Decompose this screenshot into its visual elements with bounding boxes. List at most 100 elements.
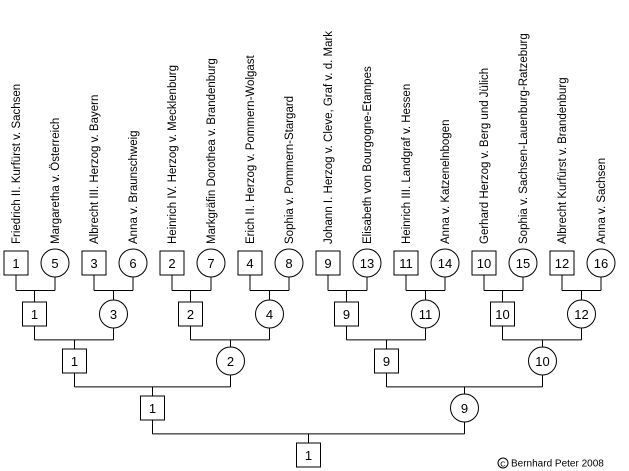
male-square: [393, 250, 419, 276]
male-node: 1: [62, 348, 87, 374]
male-square: [374, 348, 399, 374]
node-number: 2: [187, 307, 194, 322]
male-node: 1: [140, 395, 165, 421]
male-square: [62, 348, 87, 374]
node-number: 3: [110, 307, 117, 322]
node-number: 9: [343, 307, 350, 322]
ancestor-name: Heinrich IV. Herzog v. Mecklenburg: [167, 65, 179, 244]
node-number: 9: [461, 401, 468, 416]
female-node: 3: [99, 299, 128, 329]
node-number: 3: [90, 256, 97, 271]
ancestor-name: Markgräfin Dorothea v. Brandenburg: [206, 58, 218, 244]
male-node: 1: [296, 442, 321, 468]
node-number: 1: [31, 307, 38, 322]
ancestor-name: Albrecht III. Herzog v. Bayern: [89, 95, 101, 244]
female-circle: [450, 393, 479, 423]
node-number: 1: [305, 448, 312, 463]
ancestor-name: Erich II. Herzog v. Pommern-Wolgast: [245, 54, 257, 244]
ancestor-name: Friedrich II. Kurfürst v. Sachsen: [11, 84, 23, 244]
female-node: 11: [411, 299, 440, 329]
ancestor-name: Elisabeth von Bourgogne-Etampes: [362, 66, 374, 244]
node-number: 5: [51, 256, 58, 271]
female-circle: [274, 248, 304, 278]
male-node: 3: [81, 250, 107, 276]
female-circle: [411, 299, 440, 329]
male-node: 10: [471, 250, 497, 276]
copyright-symbol: C: [500, 460, 506, 469]
ancestor-name: Anna v. Braunschweig: [128, 130, 140, 244]
male-square: [159, 250, 185, 276]
ancestor-name: Johann I. Herzog v. Cleve, Graf v. d. Ma…: [323, 31, 335, 244]
male-square: [178, 301, 203, 327]
node-number: 12: [574, 307, 588, 322]
node-number: 9: [324, 256, 331, 271]
female-circle: [528, 346, 557, 376]
ancestor-name: Sophia v. Sachsen-Lauenburg-Ratzeburg: [518, 33, 530, 244]
node-number: 1: [12, 256, 19, 271]
node-number: 16: [594, 256, 608, 271]
male-node: 9: [374, 348, 399, 374]
ancestor-name: Anna v. Katzenelnbogen: [440, 120, 452, 244]
ancestor-name: Gerhard Herzog v. Berg und Jülich: [479, 68, 491, 244]
male-node: 1: [22, 301, 47, 327]
node-number: 15: [516, 256, 530, 271]
copyright-notice: C Bernhard Peter 2008: [497, 457, 604, 470]
male-node: 2: [159, 250, 185, 276]
male-square: [237, 250, 263, 276]
female-circle: [586, 248, 616, 278]
node-number: 4: [246, 256, 253, 271]
copyright-symbol-ring: [497, 457, 509, 469]
male-node: 9: [334, 301, 359, 327]
node-number: 1: [71, 354, 78, 369]
female-circle: [508, 248, 538, 278]
female-circle: [255, 299, 284, 329]
node-number: 4: [266, 307, 273, 322]
ancestor-name: Margaretha v. Österreich: [50, 118, 62, 244]
connector-lines: [15, 275, 602, 443]
female-circle: [430, 248, 460, 278]
copyright-text: Bernhard Peter 2008: [511, 459, 604, 470]
male-square: [22, 301, 47, 327]
node-number: 10: [535, 354, 549, 369]
node-number: 6: [129, 256, 136, 271]
male-node: 1: [3, 250, 29, 276]
ancestor-name: Heinrich III. Landgraf v. Hessen: [401, 84, 413, 244]
female-node: 5: [40, 248, 70, 278]
node-number: 2: [168, 256, 175, 271]
male-node: 10: [490, 301, 515, 327]
female-circle: [118, 248, 148, 278]
female-node: 7: [196, 248, 226, 278]
female-node: 16: [586, 248, 616, 278]
male-square: [140, 395, 165, 421]
female-node: 4: [255, 299, 284, 329]
female-circle: [567, 299, 596, 329]
node-number: 2: [227, 354, 234, 369]
node-number: 8: [285, 256, 292, 271]
female-node: 9: [450, 393, 479, 423]
female-node: 14: [430, 248, 460, 278]
female-node: 13: [352, 248, 382, 278]
male-square: [490, 301, 515, 327]
male-square: [3, 250, 29, 276]
node-number: 10: [477, 256, 491, 271]
female-circle: [40, 248, 70, 278]
ancestor-name: Albrecht Kurfürst v. Brandenburg: [557, 77, 569, 244]
female-node: 12: [567, 299, 596, 329]
female-node: 6: [118, 248, 148, 278]
male-square: [471, 250, 497, 276]
male-node: 9: [315, 250, 341, 276]
female-node: 2: [216, 346, 245, 376]
ancestor-name: Anna v. Sachsen: [596, 158, 608, 244]
male-square: [334, 301, 359, 327]
female-node: 8: [274, 248, 304, 278]
female-circle: [99, 299, 128, 329]
ancestor-labels: Friedrich II. Kurfürst v. Sachsen Margare…: [11, 31, 608, 244]
male-square: [549, 250, 575, 276]
male-node: 4: [237, 250, 263, 276]
node-number: 12: [555, 256, 569, 271]
female-node: 15: [508, 248, 538, 278]
ancestor-name: Sophia v. Pommern-Stargard: [284, 96, 296, 244]
male-square: [296, 442, 321, 468]
